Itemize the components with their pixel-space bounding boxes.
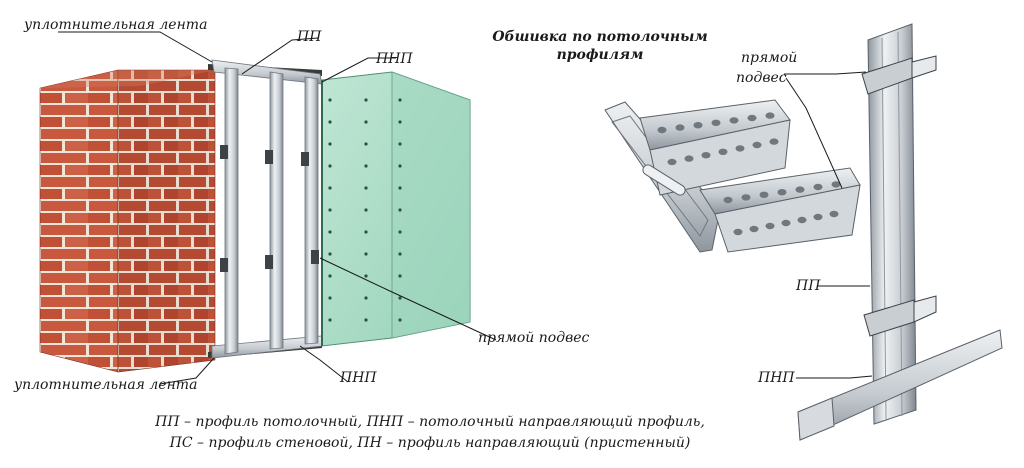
perforation-hole [749, 225, 759, 233]
perforation-hole [657, 126, 667, 134]
screw-dot [398, 274, 402, 278]
perforation-hole [795, 186, 805, 193]
direct-hanger-right-label-2: подвес [736, 70, 787, 86]
screw-dot [328, 252, 332, 256]
perforation-hole [759, 191, 769, 198]
direct-hanger-right-label-1: прямой [741, 50, 798, 66]
screw-dot [364, 98, 368, 102]
leader-lines [58, 31, 873, 385]
screw-dot [398, 318, 402, 322]
screw-dot [398, 142, 402, 146]
perforation-hole [747, 114, 757, 122]
perforation-hole [831, 181, 841, 188]
perforation-hole [701, 152, 711, 159]
screw-dot [364, 274, 368, 278]
screw-dot [398, 296, 402, 300]
perforation-hole [741, 194, 751, 201]
perforation-hole [723, 196, 733, 204]
perforation-hole [711, 119, 721, 127]
screw-dot [398, 164, 402, 168]
perforation-hole [733, 228, 743, 236]
screw-dot [328, 98, 332, 102]
profile-perforation [657, 112, 841, 236]
screw-dot [328, 296, 332, 300]
direct-hanger-center-label: прямой подвес [478, 330, 590, 346]
screw-dot [398, 120, 402, 124]
perforation-hole [684, 155, 694, 162]
perforation-hole [667, 158, 677, 166]
screw-dot [364, 164, 368, 168]
perforation-hole [813, 183, 823, 191]
perforation-hole [752, 141, 762, 149]
screw-dot [364, 208, 368, 212]
screw-dot [364, 142, 368, 146]
perforation-hole [777, 189, 787, 196]
screw-dot [328, 120, 332, 124]
perforation-hole [813, 213, 823, 221]
perforation-hole [765, 222, 775, 230]
perforation-hole [797, 216, 807, 224]
drywall-screws [328, 98, 402, 322]
screw-dot [398, 230, 402, 234]
perforation-hole [735, 145, 745, 152]
screw-dot [364, 296, 368, 300]
screw-dot [364, 318, 368, 322]
seal-tape-bottom-label: уплотнительная лента [14, 377, 198, 393]
perforation-hole [693, 122, 703, 129]
screw-dot [328, 164, 332, 168]
brick-wall [39, 69, 216, 373]
perforation-hole [718, 148, 728, 155]
pnp-bottom-label: ПНП [340, 370, 377, 386]
screw-dot [328, 318, 332, 322]
perforation-hole [769, 138, 779, 145]
screw-dot [398, 208, 402, 212]
screw-dot [328, 142, 332, 146]
screw-dot [364, 252, 368, 256]
seal-tape-top-label: уплотнительная лента [24, 17, 208, 33]
metal-frame [211, 59, 323, 359]
perforation-hole [765, 112, 775, 119]
diagram-title: Обшивка по потолочным профилям [470, 28, 730, 64]
pp-top-label: ПП [297, 29, 322, 45]
legend-line-2: ПС – профиль стеновой, ПН – профиль напр… [169, 435, 691, 451]
screw-dot [328, 230, 332, 234]
screw-dot [398, 186, 402, 190]
perforation-hole [729, 117, 739, 124]
pnp-top-label: ПНП [376, 51, 413, 67]
pnp-right-label: ПНП [758, 370, 795, 386]
title-line-2: профилям [556, 47, 644, 63]
screw-dot [364, 230, 368, 234]
screw-dot [328, 208, 332, 212]
perforation-hole [781, 219, 791, 227]
title-line-1: Обшивка по потолочным [492, 29, 708, 45]
perforation-hole [829, 210, 839, 218]
screw-dot [398, 252, 402, 256]
pp-right-label: ПП [796, 278, 821, 294]
legend-line-1: ПП – профиль потолочный, ПНП – потолочны… [155, 414, 705, 430]
screw-dot [398, 98, 402, 102]
screw-dot [364, 120, 368, 124]
drywall-sheet [321, 71, 471, 347]
screw-dot [364, 186, 368, 190]
screw-dot [328, 274, 332, 278]
screw-dot [328, 186, 332, 190]
profile-assembly [797, 23, 1003, 441]
perforation-hole [675, 124, 685, 131]
